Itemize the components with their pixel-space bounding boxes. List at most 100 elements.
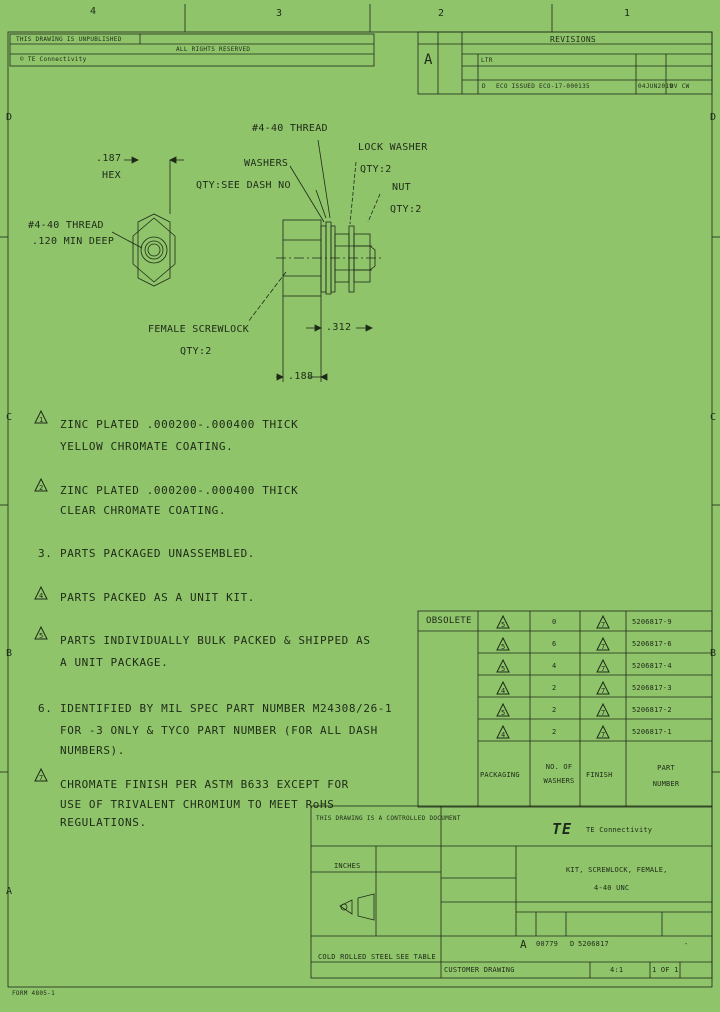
table-row-5-finish-flag: 7: [596, 703, 610, 717]
table-row-5-pn: 5206817-2: [632, 706, 672, 714]
svg-text:5: 5: [39, 632, 43, 640]
note-7-line3: REGULATIONS.: [60, 816, 147, 829]
hex-dimension: .187: [96, 153, 122, 164]
note-1-line1: ZINC PLATED .000200-.000400 THICK: [60, 418, 299, 431]
table-row-1-pn: 5206817-9: [632, 618, 672, 626]
table-row-1-finish-flag: 7: [596, 615, 610, 629]
table-row-1-washers: 0: [552, 618, 557, 626]
svg-text:5: 5: [501, 643, 505, 651]
svg-text:2: 2: [39, 484, 43, 492]
svg-text:7: 7: [601, 731, 605, 739]
nut-qty: QTY:2: [390, 204, 422, 215]
table-row-5-pkg-flag: 5: [496, 703, 510, 717]
note-6-line1: IDENTIFIED BY MIL SPEC PART NUMBER M2430…: [60, 702, 393, 715]
revision-letter: D: [570, 940, 575, 948]
table-row-5-washers: 2: [552, 706, 557, 714]
customer-drawing: CUSTOMER DRAWING: [444, 966, 515, 974]
dimension-units: INCHES: [334, 862, 361, 870]
note-flag-4: 4: [34, 586, 48, 600]
note-2-line1: ZINC PLATED .000200-.000400 THICK: [60, 484, 299, 497]
controlled-document-note: THIS DRAWING IS A CONTROLLED DOCUMENT: [316, 815, 461, 822]
note-3-line1: PARTS PACKAGED UNASSEMBLED.: [60, 547, 256, 560]
table-row-3-pkg-flag: 5: [496, 659, 510, 673]
table-row-3-pn: 5206817-4: [632, 662, 672, 670]
scale: 4:1: [610, 966, 624, 974]
thread-note-line1: #4-40 THREAD: [28, 220, 104, 231]
cage-code: 00779: [536, 940, 559, 948]
revision-ltr-header: LTR: [481, 57, 493, 64]
finish: SEE TABLE: [396, 953, 436, 961]
header-finish: FINISH: [586, 771, 613, 779]
zone-left-C: C: [6, 412, 13, 423]
table-row-4-washers: 2: [552, 684, 557, 692]
zone-left-A: A: [6, 886, 13, 897]
svg-text:4: 4: [501, 731, 505, 739]
obsolete-label: OBSOLETE: [426, 616, 472, 626]
svg-text:7: 7: [601, 709, 605, 717]
screwlock-label: FEMALE SCREWLOCK: [148, 324, 250, 335]
revision-date: 04JUN2019: [638, 83, 674, 90]
zone-left-D: D: [6, 112, 13, 123]
unpublished-note: THIS DRAWING IS UNPUBLISHED: [16, 36, 122, 43]
title-line2: 4-40 UNC: [594, 884, 630, 892]
screwlock-qty: QTY:2: [180, 346, 212, 357]
note-3-number: 3.: [38, 547, 53, 560]
rights-reserved-note: ALL RIGHTS RESERVED: [176, 46, 251, 53]
table-row-6-finish-flag: 7: [596, 725, 610, 739]
sheet-size-letter: A: [424, 52, 433, 68]
revisions-header: REVISIONS: [550, 35, 597, 44]
note-5-line2: A UNIT PACKAGE.: [60, 656, 169, 669]
note-7-line1: CHROMATE FINISH PER ASTM B633 EXCEPT FOR: [60, 778, 349, 791]
te-logo: TE: [552, 820, 573, 838]
table-row-4-finish-flag: 7: [596, 681, 610, 695]
revision-by: DV CW: [670, 83, 690, 90]
table-row-2-washers: 6: [552, 640, 557, 648]
dimension-312: .312: [326, 322, 352, 333]
table-row-6-pkg-flag: 4: [496, 725, 510, 739]
size-letter: A: [520, 938, 527, 951]
note-6-number: 6.: [38, 702, 53, 715]
zone-top-1: 1: [624, 8, 631, 19]
note-6-line2: FOR -3 ONLY & TYCO PART NUMBER (FOR ALL …: [60, 724, 378, 737]
note-4-line1: PARTS PACKED AS A UNIT KIT.: [60, 591, 256, 604]
header-washers: NO. OF WASHERS: [543, 763, 575, 785]
nut-label: NUT: [392, 182, 411, 193]
zone-top-2: 2: [438, 8, 445, 19]
zone-right-C: C: [710, 412, 717, 423]
note-2-line2: CLEAR CHROMATE COATING.: [60, 504, 227, 517]
note-1-line2: YELLOW CHROMATE COATING.: [60, 440, 234, 453]
sheet-number: 1 OF 1: [652, 966, 679, 974]
lock-washer-label: LOCK WASHER: [358, 142, 428, 153]
svg-text:7: 7: [39, 774, 43, 782]
zone-top-4: 4: [90, 6, 97, 17]
table-row-4-pn: 5206817-3: [632, 684, 672, 692]
washers-qty: QTY:SEE DASH NO: [196, 180, 291, 191]
note-5-line1: PARTS INDIVIDUALLY BULK PACKED & SHIPPED…: [60, 634, 371, 647]
top-thread-label: #4-40 THREAD: [252, 123, 328, 134]
svg-text:4: 4: [39, 592, 43, 600]
drawing-number: 5206817: [578, 940, 609, 948]
zone-top-3: 3: [276, 8, 283, 19]
svg-text:1: 1: [39, 416, 43, 424]
table-row-1-pkg-flag: 5: [496, 615, 510, 629]
title-line1: KIT, SCREWLOCK, FEMALE,: [566, 866, 668, 874]
hex-label: HEX: [102, 170, 121, 181]
svg-text:7: 7: [601, 643, 605, 651]
note-flag-7: 7: [34, 768, 48, 782]
table-row-2-pkg-flag: 5: [496, 637, 510, 651]
svg-text:7: 7: [601, 621, 605, 629]
revision-description: ECO ISSUED ECO-17-000135: [496, 83, 590, 90]
lock-washer-qty: QTY:2: [360, 164, 392, 175]
table-row-2-finish-flag: 7: [596, 637, 610, 651]
zone-right-B: B: [710, 648, 717, 659]
svg-text:7: 7: [601, 687, 605, 695]
company-name: TE Connectivity: [586, 826, 653, 834]
table-row-6-pn: 5206817-1: [632, 728, 672, 736]
svg-text:5: 5: [501, 709, 505, 717]
restricted-dash: -: [684, 940, 689, 948]
note-flag-1: 1: [34, 410, 48, 424]
zone-right-D: D: [710, 112, 717, 123]
note-flag-5: 5: [34, 626, 48, 640]
